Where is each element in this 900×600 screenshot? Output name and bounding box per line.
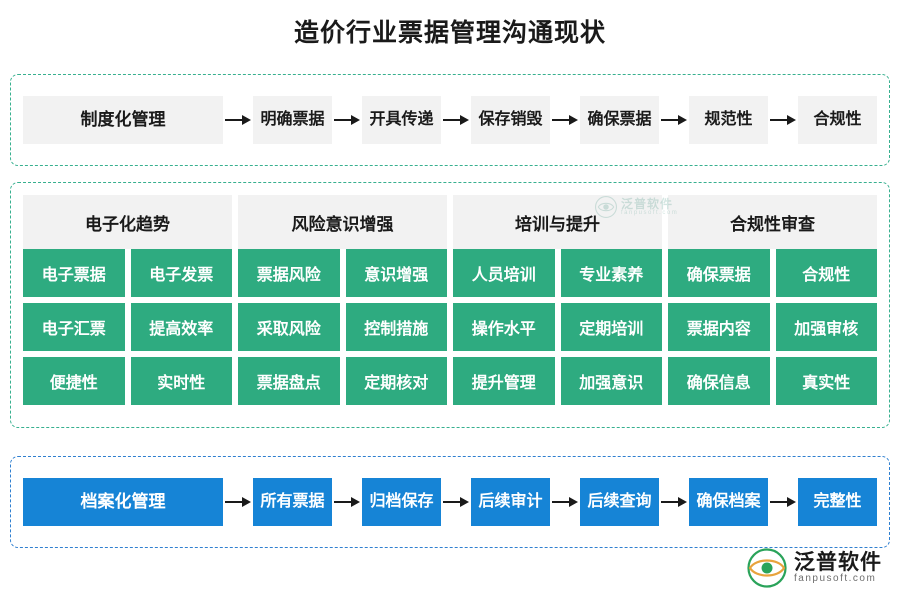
middle-cell: 便捷性 bbox=[23, 357, 125, 405]
middle-cell: 提高效率 bbox=[130, 303, 232, 351]
middle-cell: 确保信息 bbox=[668, 357, 770, 405]
top-flow-step-2: 开具传递 bbox=[362, 96, 441, 144]
bottom-flow-section: 档案化管理 所有票据 归档保存 后续审计 后续查询 确保档案 bbox=[10, 456, 890, 548]
middle-cell: 票据盘点 bbox=[238, 357, 340, 405]
middle-cell: 加强意识 bbox=[560, 357, 662, 405]
middle-cell: 确保票据 bbox=[668, 249, 770, 297]
arrow-right-icon bbox=[332, 478, 362, 526]
bottom-flow-step-4: 后续查询 bbox=[580, 478, 659, 526]
brand-logo: 泛普软件 fanpusoft.com bbox=[747, 548, 882, 588]
middle-header-3: 培训与提升 bbox=[453, 195, 662, 249]
top-flow-step-6: 合规性 bbox=[798, 96, 877, 144]
middle-cell: 加强审核 bbox=[775, 303, 877, 351]
top-flow-step-1: 明确票据 bbox=[253, 96, 332, 144]
bottom-flow-step-3: 后续审计 bbox=[471, 478, 550, 526]
middle-header-4: 合规性审查 bbox=[668, 195, 877, 249]
bottom-flow-lead: 档案化管理 bbox=[23, 478, 223, 526]
top-flow-lead: 制度化管理 bbox=[23, 96, 223, 144]
middle-cell: 定期核对 bbox=[345, 357, 447, 405]
middle-cell: 采取风险 bbox=[238, 303, 340, 351]
arrow-right-icon bbox=[441, 96, 471, 144]
arrow-right-icon bbox=[768, 96, 798, 144]
arrow-right-icon bbox=[768, 478, 798, 526]
middle-cell: 电子汇票 bbox=[23, 303, 125, 351]
arrow-right-icon bbox=[550, 478, 580, 526]
arrow-right-icon bbox=[659, 478, 689, 526]
middle-cell: 意识增强 bbox=[345, 249, 447, 297]
middle-matrix-section: 电子化趋势 风险意识增强 培训与提升 合规性审查 电子票据 电子发票 票据风险 … bbox=[10, 182, 890, 428]
arrow-right-icon bbox=[441, 478, 471, 526]
arrow-right-icon bbox=[550, 96, 580, 144]
bottom-flow-step-1: 所有票据 bbox=[253, 478, 332, 526]
middle-cell: 电子票据 bbox=[23, 249, 125, 297]
middle-cell: 提升管理 bbox=[453, 357, 555, 405]
middle-cell: 专业素养 bbox=[560, 249, 662, 297]
arrow-right-icon bbox=[332, 96, 362, 144]
bottom-flow-step-5: 确保档案 bbox=[689, 478, 768, 526]
bottom-flow-row: 档案化管理 所有票据 归档保存 后续审计 后续查询 确保档案 bbox=[23, 471, 877, 533]
top-flow-section: 制度化管理 明确票据 开具传递 保存销毁 确保票据 规范性 bbox=[10, 74, 890, 166]
top-flow-row: 制度化管理 明确票据 开具传递 保存销毁 确保票据 规范性 bbox=[23, 89, 877, 151]
middle-header-2: 风险意识增强 bbox=[238, 195, 447, 249]
middle-matrix-grid: 电子化趋势 风险意识增强 培训与提升 合规性审查 电子票据 电子发票 票据风险 … bbox=[23, 195, 877, 415]
middle-cell: 人员培训 bbox=[453, 249, 555, 297]
middle-cell: 控制措施 bbox=[345, 303, 447, 351]
top-flow-step-5: 规范性 bbox=[689, 96, 768, 144]
arrow-right-icon bbox=[659, 96, 689, 144]
middle-cell: 票据内容 bbox=[668, 303, 770, 351]
top-flow-step-4: 确保票据 bbox=[580, 96, 659, 144]
middle-cell: 真实性 bbox=[775, 357, 877, 405]
brand-logo-text: 泛普软件 fanpusoft.com bbox=[794, 550, 882, 585]
fanpu-logo-icon bbox=[747, 548, 787, 588]
brand-logo-cn: 泛普软件 bbox=[794, 550, 882, 574]
middle-header-1: 电子化趋势 bbox=[23, 195, 232, 249]
middle-cell: 电子发票 bbox=[130, 249, 232, 297]
page-title: 造价行业票据管理沟通现状 bbox=[293, 19, 606, 47]
middle-cell: 合规性 bbox=[775, 249, 877, 297]
brand-logo-en: fanpusoft.com bbox=[794, 572, 877, 584]
middle-cell: 操作水平 bbox=[453, 303, 555, 351]
bottom-flow-step-2: 归档保存 bbox=[362, 478, 441, 526]
middle-cell: 实时性 bbox=[130, 357, 232, 405]
top-flow-step-3: 保存销毁 bbox=[471, 96, 550, 144]
bottom-flow-step-6: 完整性 bbox=[798, 478, 877, 526]
middle-cell: 定期培训 bbox=[560, 303, 662, 351]
arrow-right-icon bbox=[223, 96, 253, 144]
middle-cell: 票据风险 bbox=[238, 249, 340, 297]
arrow-right-icon bbox=[223, 478, 253, 526]
